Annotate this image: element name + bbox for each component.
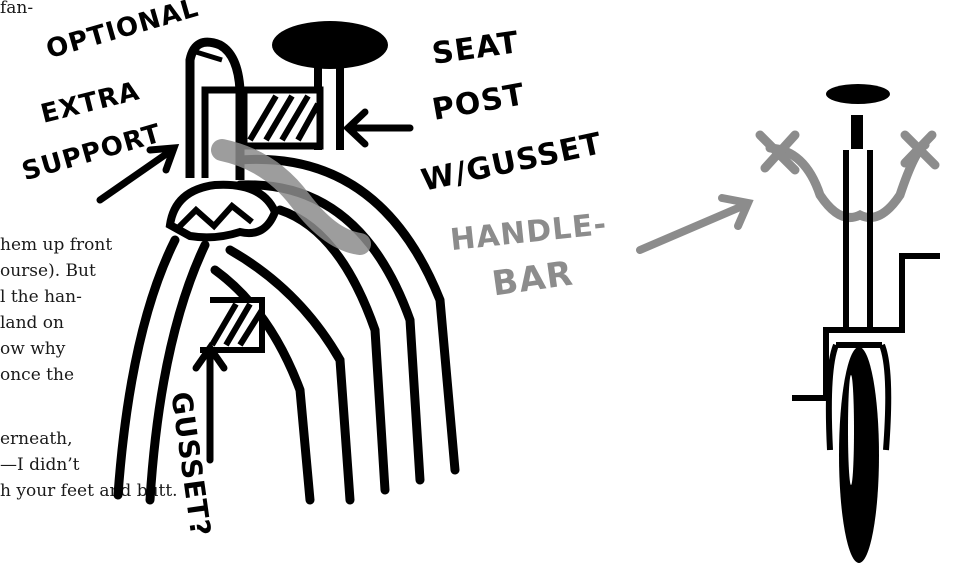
front-seat-icon xyxy=(826,84,890,104)
handlebar-arrow-icon xyxy=(640,198,748,250)
arrow-icon xyxy=(348,112,410,144)
seat-gusset-hatch xyxy=(244,90,320,146)
seat-icon xyxy=(272,21,388,69)
front-wheel xyxy=(839,347,879,563)
front-seat-post xyxy=(851,115,863,149)
fork-crown xyxy=(170,185,275,238)
annotation-bar: BAR xyxy=(490,256,575,301)
left-crank xyxy=(792,330,846,398)
right-crank xyxy=(870,256,940,330)
lower-gusset-hatch xyxy=(200,300,262,350)
